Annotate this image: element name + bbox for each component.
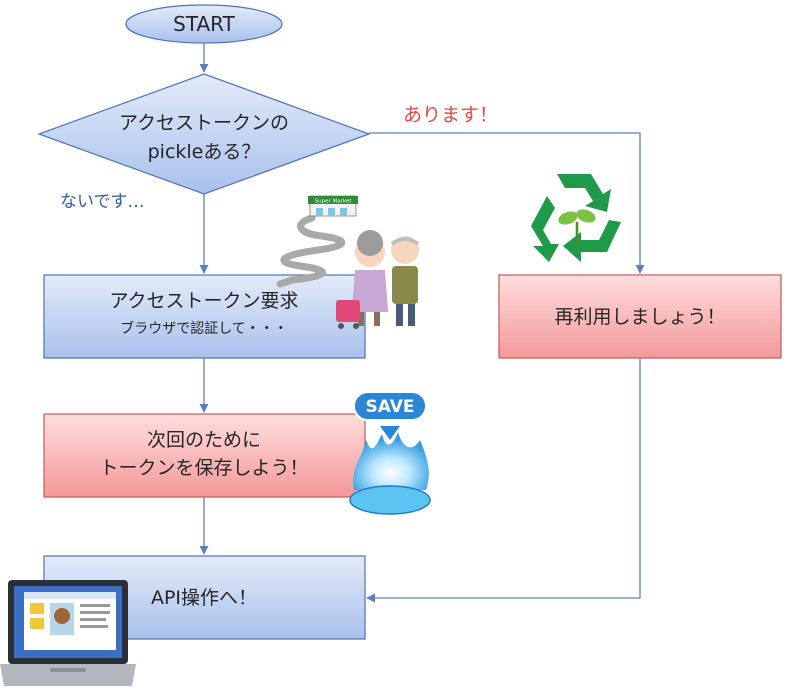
- save-arrow-icon: [380, 426, 400, 440]
- save-badge-text: SAVE: [365, 397, 414, 417]
- edge-decision-yes: [369, 132, 645, 274]
- flame-base: [349, 485, 431, 515]
- save-line1: 次回のために: [147, 429, 261, 451]
- reuse-box: [498, 274, 782, 359]
- node-reuse: 再利用しましょう！: [498, 274, 782, 359]
- save-illustration: SAVE: [349, 391, 431, 515]
- edge-label-no: ないです…: [60, 192, 145, 212]
- dog-icon: [54, 608, 70, 624]
- start-ellipse: [125, 4, 283, 44]
- recycle-icon: [531, 174, 621, 262]
- elderly-couple-supermarket-illustration: Super Market: [276, 195, 420, 329]
- edge-reuse-to-api: [366, 358, 641, 603]
- grandma-figure: [352, 230, 388, 326]
- supermarket-sign: Super Market: [315, 199, 353, 205]
- api-label: API操作へ！: [151, 587, 257, 609]
- node-decision: アクセストークンの pickleある？: [37, 73, 371, 195]
- grandpa-figure: [390, 236, 420, 326]
- node-start: START: [125, 4, 283, 44]
- start-label: START: [173, 12, 235, 36]
- edge-label-yes: あります！: [403, 104, 498, 126]
- save-box: [43, 413, 366, 498]
- node-request: アクセストークン要求 ブラウザで認証して・・・: [43, 274, 366, 359]
- sprout-icon: [558, 209, 596, 244]
- save-line2: トークンを保存しよう！: [99, 457, 308, 479]
- laptop-base: [0, 664, 136, 686]
- shopping-cart: [336, 300, 360, 329]
- laptop-browser-illustration: [0, 580, 136, 686]
- connectors: [199, 44, 645, 603]
- request-line1: アクセストークン要求: [109, 290, 298, 312]
- node-save: 次回のために トークンを保存しよう！: [43, 413, 366, 498]
- save-badge: [353, 391, 427, 421]
- supermarket-building: Super Market: [308, 195, 358, 217]
- decision-line2: pickleある？: [148, 141, 261, 163]
- request-box: [43, 274, 366, 359]
- request-line2: ブラウザで認証して・・・: [120, 320, 288, 337]
- winding-road: [276, 214, 346, 288]
- blue-flame-icon: [353, 432, 429, 490]
- reuse-label: 再利用しましょう！: [554, 306, 725, 328]
- decision-line1: アクセストークンの: [119, 112, 289, 134]
- decision-diamond: [37, 73, 371, 195]
